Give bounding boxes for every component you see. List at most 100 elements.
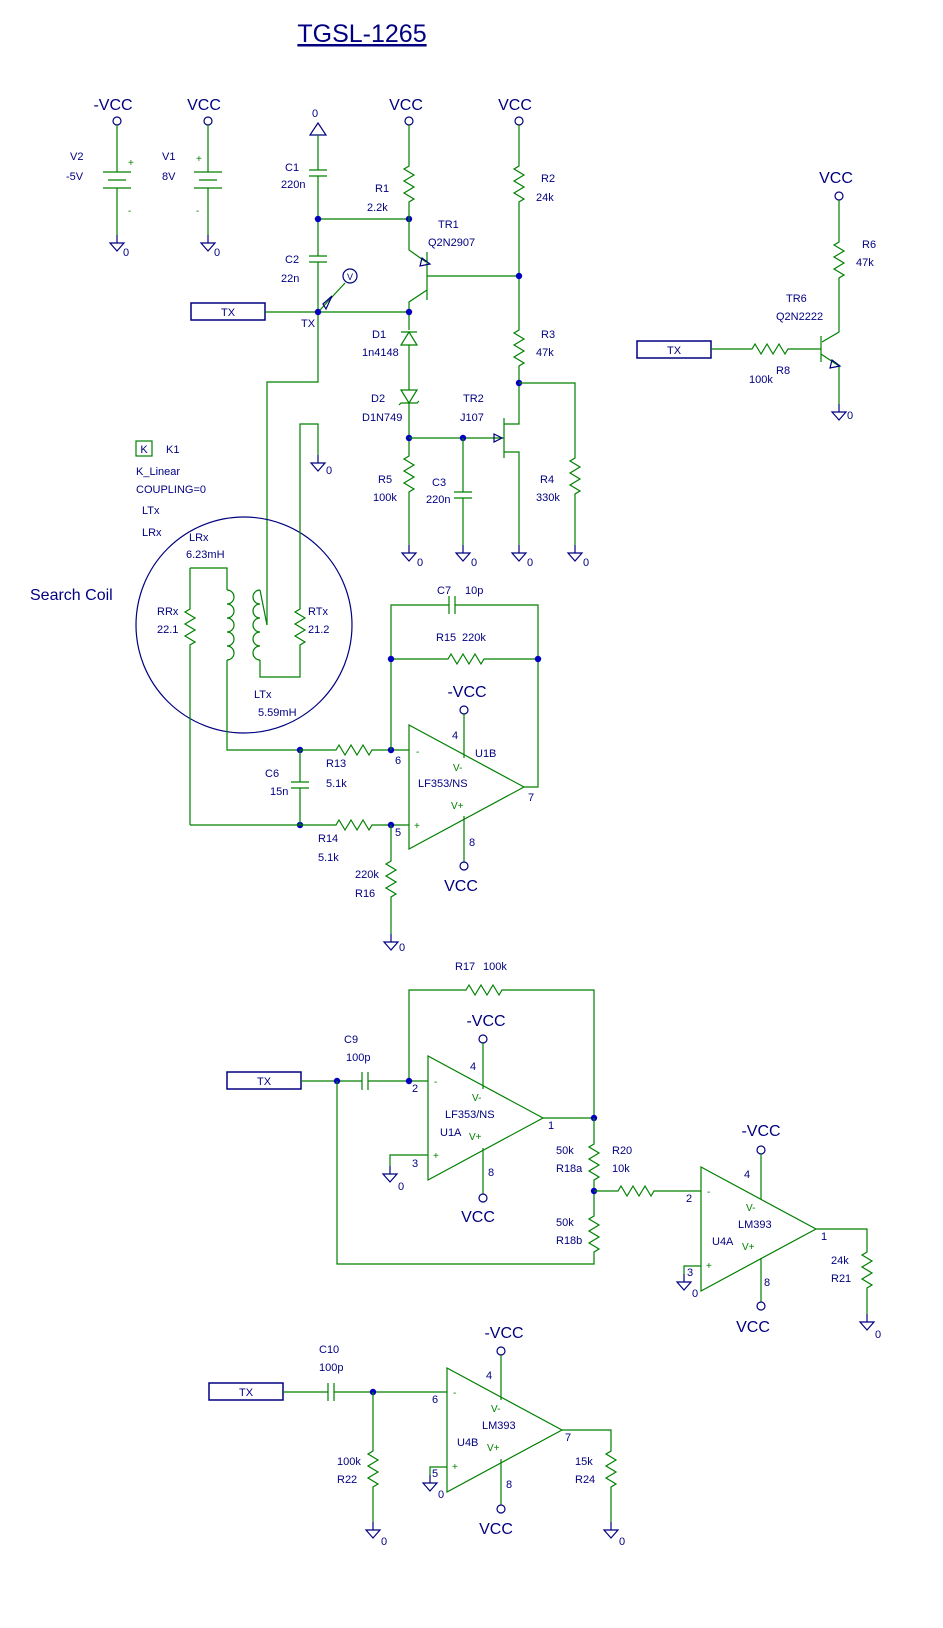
svg-text:V+: V+ bbox=[451, 801, 464, 812]
svg-text:R21: R21 bbox=[831, 1273, 851, 1285]
svg-text:R24: R24 bbox=[575, 1474, 595, 1486]
svg-text:C6: C6 bbox=[265, 768, 279, 780]
svg-text:7: 7 bbox=[565, 1432, 571, 1444]
svg-text:C10: C10 bbox=[319, 1344, 339, 1356]
svg-text:R8: R8 bbox=[776, 365, 790, 377]
svg-text:K1: K1 bbox=[166, 444, 179, 456]
u1a-stage: R17 100k TX C9 100p 2 3 1 - + V- V+ LF35… bbox=[226, 961, 701, 1265]
svg-text:V-: V- bbox=[746, 1203, 755, 1214]
svg-text:0: 0 bbox=[847, 410, 853, 422]
svg-text:LM393: LM393 bbox=[738, 1219, 772, 1231]
svg-text:K: K bbox=[140, 444, 148, 456]
svg-text:D1: D1 bbox=[372, 329, 386, 341]
svg-text:TX: TX bbox=[257, 1076, 272, 1088]
svg-text:5: 5 bbox=[432, 1468, 438, 1480]
svg-text:1n4148: 1n4148 bbox=[362, 347, 399, 359]
svg-text:U4A: U4A bbox=[712, 1236, 734, 1248]
svg-text:R22: R22 bbox=[337, 1474, 357, 1486]
svg-text:LTx: LTx bbox=[254, 689, 272, 701]
svg-text:LRx: LRx bbox=[189, 532, 209, 544]
svg-text:6: 6 bbox=[432, 1394, 438, 1406]
svg-text:6: 6 bbox=[395, 755, 401, 767]
svg-text:-: - bbox=[434, 1077, 437, 1088]
svg-text:4: 4 bbox=[744, 1169, 750, 1181]
neg-vcc-label: -VCC bbox=[93, 97, 132, 114]
svg-text:TX: TX bbox=[221, 307, 236, 319]
svg-text:4: 4 bbox=[486, 1370, 492, 1382]
svg-text:R18a: R18a bbox=[556, 1163, 583, 1175]
svg-text:0: 0 bbox=[875, 1329, 881, 1341]
svg-text:C1: C1 bbox=[285, 162, 299, 174]
svg-text:TR1: TR1 bbox=[438, 219, 459, 231]
svg-text:+: + bbox=[706, 1261, 712, 1272]
svg-text:LF353/NS: LF353/NS bbox=[445, 1109, 495, 1121]
svg-text:24k: 24k bbox=[536, 192, 554, 204]
svg-text:0: 0 bbox=[398, 1181, 404, 1193]
svg-text:+: + bbox=[414, 821, 420, 832]
svg-text:V+: V+ bbox=[469, 1132, 482, 1143]
svg-text:50k: 50k bbox=[556, 1217, 574, 1229]
svg-text:RRx: RRx bbox=[157, 606, 179, 618]
svg-text:50k: 50k bbox=[556, 1145, 574, 1157]
svg-text:0: 0 bbox=[326, 465, 332, 477]
svg-text:22n: 22n bbox=[281, 273, 299, 285]
svg-text:TX: TX bbox=[301, 318, 316, 330]
svg-text:-: - bbox=[196, 206, 199, 217]
svg-text:VCC: VCC bbox=[461, 1209, 495, 1226]
svg-text:220n: 220n bbox=[281, 179, 305, 191]
svg-text:R20: R20 bbox=[612, 1145, 632, 1157]
svg-text:D2: D2 bbox=[371, 393, 385, 405]
svg-text:1: 1 bbox=[548, 1120, 554, 1132]
v2-name: V2 bbox=[70, 151, 83, 163]
svg-text:C7: C7 bbox=[437, 585, 451, 597]
svg-text:0: 0 bbox=[583, 557, 589, 569]
svg-text:-VCC: -VCC bbox=[447, 684, 486, 701]
svg-text:330k: 330k bbox=[536, 492, 560, 504]
svg-text:10p: 10p bbox=[465, 585, 483, 597]
svg-text:R18b: R18b bbox=[556, 1235, 582, 1247]
svg-text:3: 3 bbox=[687, 1267, 693, 1279]
v2-value: -5V bbox=[66, 171, 84, 183]
svg-text:0: 0 bbox=[417, 557, 423, 569]
svg-text:K_Linear: K_Linear bbox=[136, 466, 180, 478]
search-coil: K K1 K_Linear COUPLING=0 LTx LRx Search … bbox=[30, 423, 353, 825]
svg-text:0: 0 bbox=[123, 247, 129, 259]
svg-text:7: 7 bbox=[528, 792, 534, 804]
svg-text:4: 4 bbox=[452, 730, 458, 742]
svg-text:100k: 100k bbox=[749, 374, 773, 386]
svg-text:-: - bbox=[707, 1187, 710, 1198]
schematic-title: TGSL-1265 bbox=[297, 20, 426, 48]
svg-text:TR6: TR6 bbox=[786, 293, 807, 305]
source-v1: VCC + - V1 8V 0 bbox=[162, 97, 222, 259]
svg-text:VCC: VCC bbox=[479, 1521, 513, 1538]
svg-text:R17: R17 bbox=[455, 961, 475, 973]
svg-text:15k: 15k bbox=[575, 1456, 593, 1468]
svg-text:0: 0 bbox=[214, 247, 220, 259]
search-coil-label: Search Coil bbox=[30, 587, 113, 604]
svg-text:100p: 100p bbox=[346, 1052, 370, 1064]
svg-text:6.23mH: 6.23mH bbox=[186, 549, 225, 561]
svg-text:R1: R1 bbox=[375, 183, 389, 195]
v1-name: V1 bbox=[162, 151, 175, 163]
svg-text:R6: R6 bbox=[862, 239, 876, 251]
svg-text:10k: 10k bbox=[612, 1163, 630, 1175]
svg-text:0: 0 bbox=[527, 557, 533, 569]
svg-text:LTx: LTx bbox=[142, 505, 160, 517]
svg-text:VCC: VCC bbox=[389, 97, 423, 114]
svg-text:100p: 100p bbox=[319, 1362, 343, 1374]
svg-text:100k: 100k bbox=[337, 1456, 361, 1468]
svg-text:-VCC: -VCC bbox=[484, 1325, 523, 1342]
svg-text:0: 0 bbox=[399, 942, 405, 954]
svg-text:+: + bbox=[196, 154, 202, 165]
svg-text:R15: R15 bbox=[436, 632, 456, 644]
svg-text:D1N749: D1N749 bbox=[362, 412, 402, 424]
svg-text:8: 8 bbox=[469, 837, 475, 849]
svg-text:0: 0 bbox=[619, 1536, 625, 1548]
svg-text:21.2: 21.2 bbox=[308, 624, 329, 636]
svg-text:22.1: 22.1 bbox=[157, 624, 178, 636]
vcc-label: VCC bbox=[187, 97, 221, 114]
svg-text:LRx: LRx bbox=[142, 527, 162, 539]
svg-text:+: + bbox=[433, 1151, 439, 1162]
svg-text:V+: V+ bbox=[487, 1443, 500, 1454]
